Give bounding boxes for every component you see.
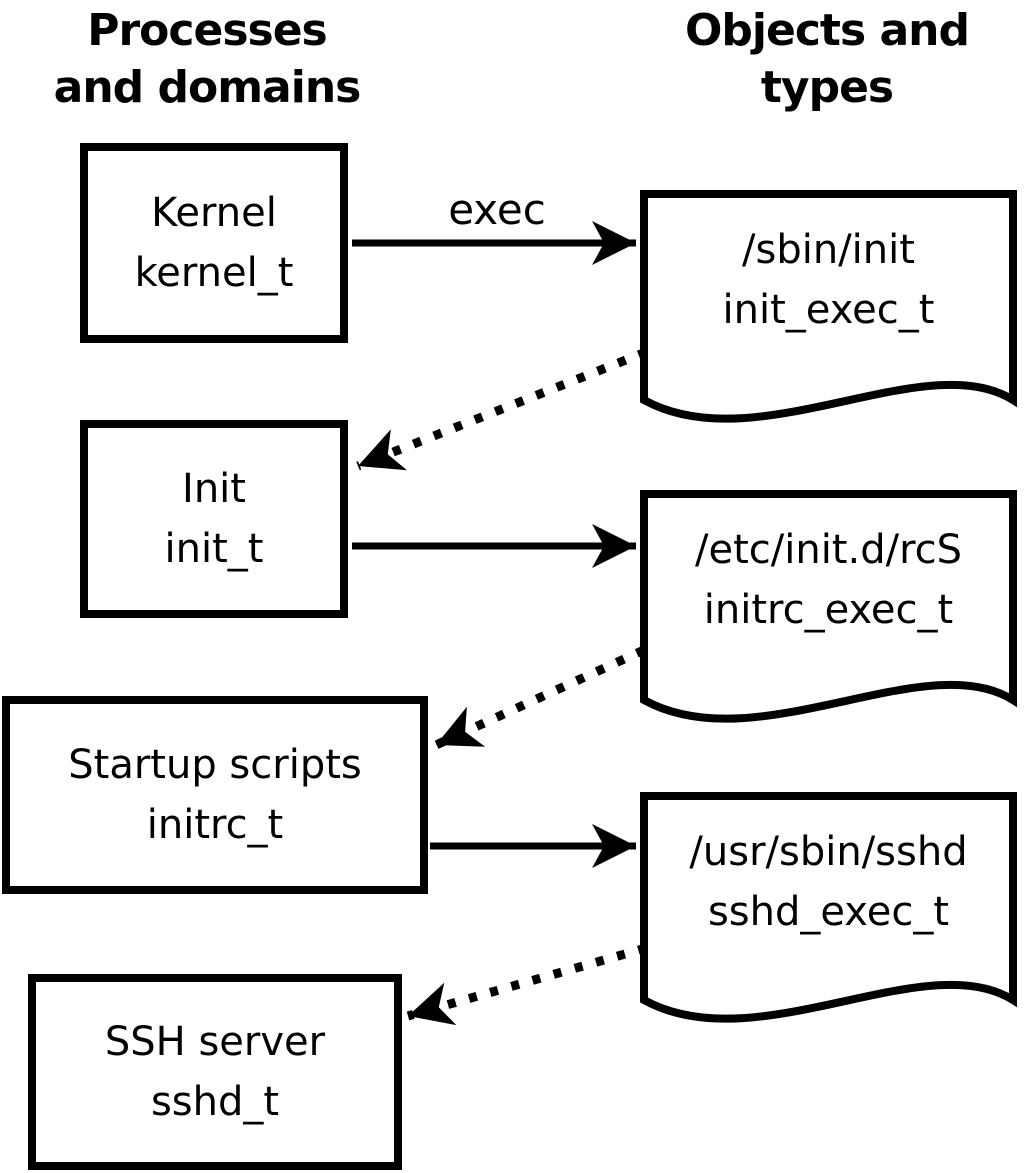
process-name: Init xyxy=(182,466,246,512)
object-type: initrc_exec_t xyxy=(703,587,954,633)
header-line: Processes xyxy=(87,5,328,56)
process-box-startup-scripts: Startup scripts initrc_t xyxy=(2,696,428,894)
header-line: types xyxy=(760,62,894,113)
column-header-processes: Processes and domains xyxy=(17,2,397,116)
process-name: Startup scripts xyxy=(68,742,362,788)
transition-arrow-init-exec-to-init-t xyxy=(356,347,648,471)
domain-type: initrc_t xyxy=(146,802,284,848)
domain-type: init_t xyxy=(164,526,264,572)
object-type: init_exec_t xyxy=(722,287,935,333)
object-type: sshd_exec_t xyxy=(707,889,950,935)
document-shape-sbin-init xyxy=(640,190,1017,423)
object-label-sbin-init: /sbin/init init_exec_t xyxy=(640,220,1017,340)
object-label-usr-sbin-sshd: /usr/sbin/sshd sshd_exec_t xyxy=(640,822,1017,942)
process-name: SSH server xyxy=(104,1019,326,1065)
object-path: /etc/init.d/rcS xyxy=(694,527,963,573)
exec-arrow-label: exec xyxy=(448,185,546,234)
process-box-ssh-server: SSH server sshd_t xyxy=(28,974,402,1170)
header-line: Objects and xyxy=(685,5,970,56)
object-path: /usr/sbin/sshd xyxy=(689,829,968,875)
domain-type: kernel_t xyxy=(134,250,294,296)
process-box-init: Init init_t xyxy=(80,420,348,618)
object-label-etc-initd-rcs: /etc/init.d/rcS initrc_exec_t xyxy=(640,520,1017,640)
domain-type: sshd_t xyxy=(150,1079,280,1125)
document-shape-etc-initd-rcs xyxy=(640,490,1017,723)
object-path: /sbin/init xyxy=(742,227,915,273)
process-box-kernel: Kernel kernel_t xyxy=(80,143,348,343)
header-line: and domains xyxy=(53,62,362,113)
document-shape-usr-sbin-sshd xyxy=(640,792,1017,1023)
transition-arrow-initrc-exec-to-initrc-t xyxy=(434,645,646,750)
process-name: Kernel xyxy=(151,190,277,236)
column-header-objects: Objects and types xyxy=(637,2,1017,116)
transition-arrow-sshd-exec-to-sshd-t xyxy=(406,943,648,1026)
